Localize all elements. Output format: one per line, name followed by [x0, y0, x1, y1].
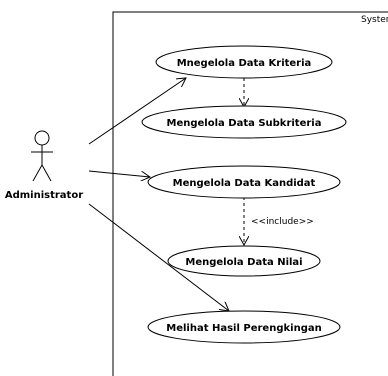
association-kandidat	[88, 170, 150, 177]
use-case-subkriteria[interactable]: Mengelola Data Subkriteria	[141, 105, 347, 139]
actor-right-leg	[41, 164, 52, 182]
use-case-hasil[interactable]: Melihat Hasil Perengkingan	[147, 310, 341, 344]
use-case-nilai[interactable]: Mengelola Data Nilai	[167, 245, 321, 277]
system-label: Syster	[361, 15, 388, 25]
associations	[88, 78, 229, 311]
use-case-kandidat[interactable]: Mengelola Data Kandidat	[147, 165, 341, 199]
system-boundary: Syster	[112, 11, 388, 376]
include-label: <<include>>	[251, 217, 314, 227]
actor-head	[34, 130, 50, 146]
actor-label: Administrator	[5, 190, 83, 201]
use-case-kriteria-label: Mnegelola Data Kriteria	[177, 58, 312, 69]
association-kriteria	[88, 78, 186, 145]
use-case-kriteria[interactable]: Mnegelola Data Kriteria	[155, 45, 333, 79]
use-case-hasil-label: Melihat Hasil Perengkingan	[166, 323, 321, 334]
use-case-kandidat-label: Mengelola Data Kandidat	[173, 178, 316, 189]
actor-left-leg	[32, 164, 43, 182]
association-hasil	[88, 203, 229, 311]
actor-administrator	[31, 130, 53, 182]
use-case-subkriteria-label: Mengelola Data Subkriteria	[167, 118, 322, 129]
use-case-nilai-label: Mengelola Data Nilai	[185, 257, 302, 268]
